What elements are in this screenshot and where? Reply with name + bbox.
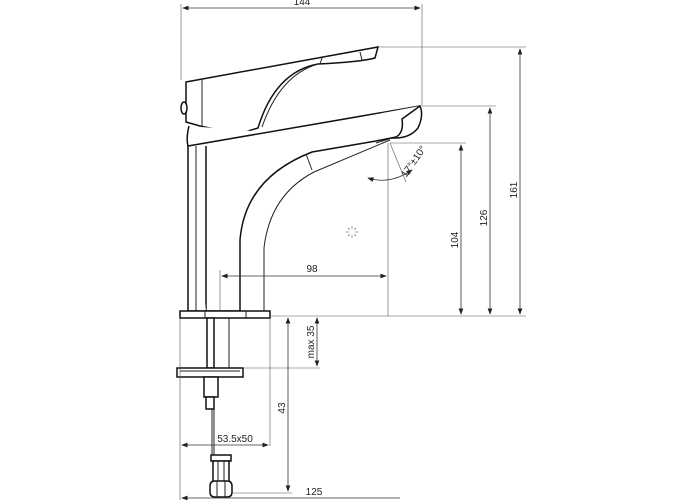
- faucet-outline: [176, 46, 423, 498]
- dim-label-max-35: max 35: [306, 325, 317, 358]
- loading-spinner-icon: [346, 226, 358, 238]
- lever-handle: [185, 46, 380, 135]
- spout: [205, 105, 421, 312]
- dim-label-125: 125: [306, 487, 323, 498]
- dim-label-161: 161: [509, 181, 520, 198]
- dim-label-104: 104: [450, 231, 461, 248]
- nut: [203, 376, 219, 398]
- extension-lines: [179, 4, 526, 500]
- dimension-lines: [181, 5, 523, 500]
- dim-label-126: 126: [479, 209, 490, 226]
- base-plate: [179, 310, 271, 319]
- hose-fitting: [212, 460, 230, 484]
- angle-label: 17°±10°: [399, 144, 429, 180]
- lever-cap: [180, 101, 188, 115]
- dim-label-144: 144: [294, 0, 311, 8]
- dim-label-base: 53.5x50: [217, 434, 253, 445]
- threaded-rod: [206, 317, 215, 369]
- dim-label-98: 98: [306, 264, 318, 275]
- mounting-washer: [176, 367, 244, 378]
- dim-label-43: 43: [277, 402, 288, 414]
- hose-nut: [209, 480, 233, 498]
